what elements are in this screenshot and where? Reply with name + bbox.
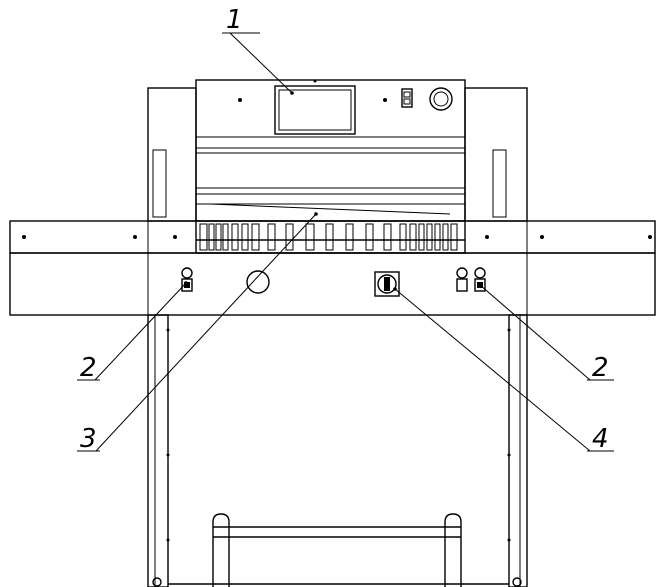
callout-2-right: 2 — [592, 353, 609, 383]
front-panel — [9, 252, 656, 316]
clamp-fingers — [195, 220, 466, 254]
callout-1: 1 — [226, 5, 243, 35]
lower-stand — [147, 314, 528, 587]
callout-3: 3 — [80, 424, 97, 454]
leader-lines — [77, 32, 614, 452]
two-hand-button-right — [456, 267, 486, 292]
front-round-button — [246, 270, 270, 294]
callout-4: 4 — [592, 424, 609, 454]
rotary-knob-icon — [429, 87, 453, 111]
main-switch — [374, 271, 400, 297]
two-hand-button-left — [181, 267, 193, 292]
display-screen — [274, 85, 356, 135]
upper-housing — [147, 79, 528, 222]
control-switch-icon — [401, 88, 413, 108]
callout-2-left: 2 — [80, 353, 97, 383]
